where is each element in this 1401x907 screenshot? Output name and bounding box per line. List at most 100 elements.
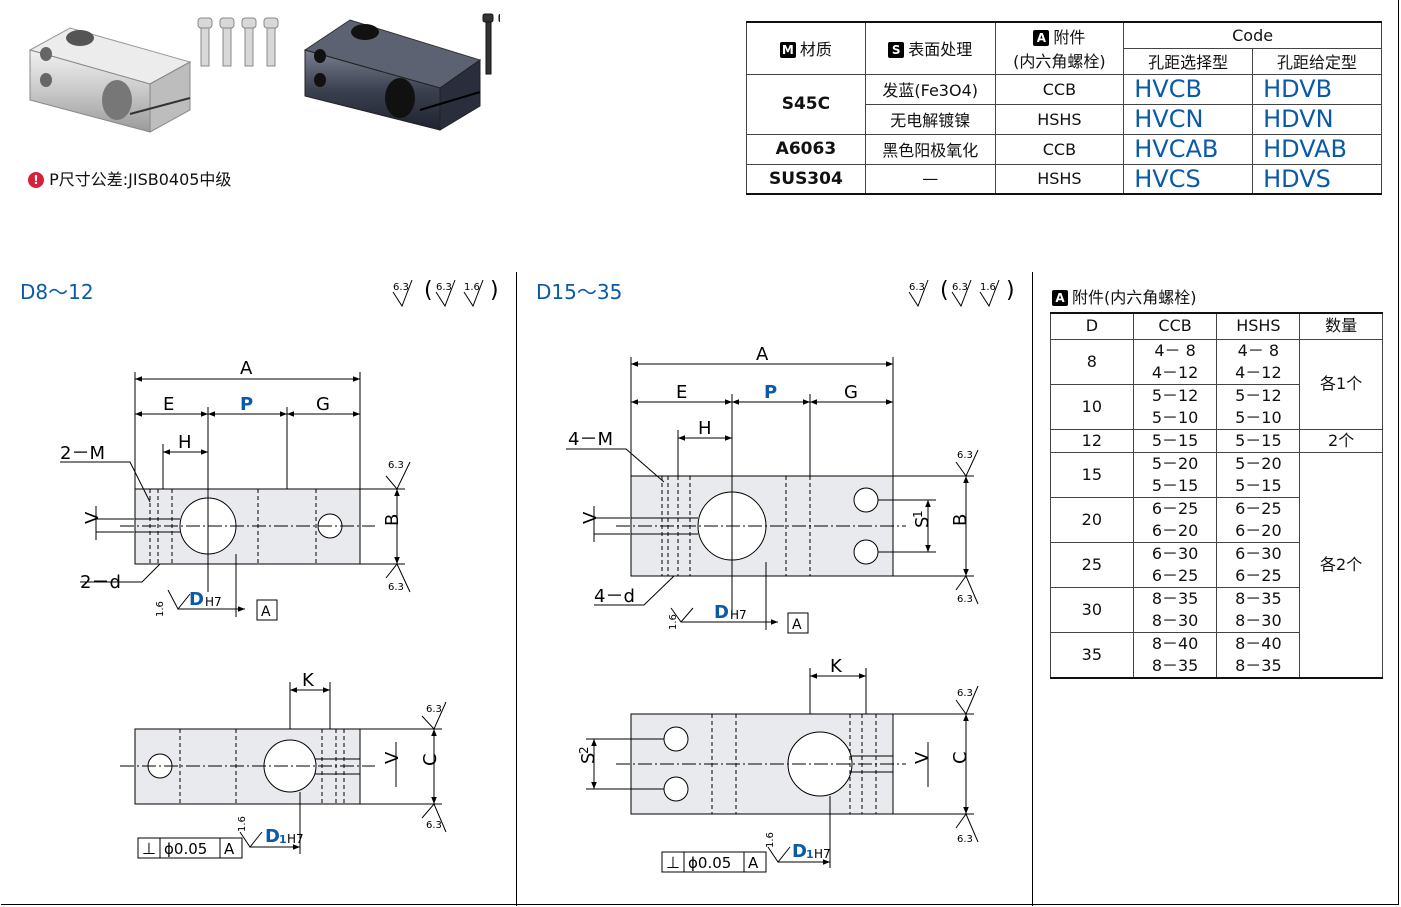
roughness-header: 6.3 ( 6.3 1.6 ) bbox=[392, 278, 499, 308]
code-fix-cell: HDVAB bbox=[1252, 133, 1382, 165]
acc-qty: 2个 bbox=[1299, 428, 1383, 453]
svg-text:A: A bbox=[756, 344, 769, 365]
black-bolts-photo bbox=[482, 13, 500, 75]
acc-d: 12 bbox=[1050, 428, 1134, 453]
right-panel-title: D15～35 bbox=[536, 280, 623, 304]
svg-text:G: G bbox=[316, 394, 330, 415]
acc-qty: 各1个 bbox=[1299, 338, 1383, 430]
svg-text:1.6: 1.6 bbox=[980, 282, 996, 293]
svg-text:A: A bbox=[261, 604, 271, 620]
svg-text:A: A bbox=[792, 617, 802, 633]
svg-text:4－M: 4－M bbox=[568, 429, 613, 450]
svg-text:H7: H7 bbox=[814, 847, 831, 861]
material-cell: A6063 bbox=[746, 133, 866, 165]
acc-d: 10 bbox=[1050, 383, 1134, 430]
material-cell: SUS304 bbox=[746, 163, 866, 195]
svg-text:S: S bbox=[912, 517, 933, 528]
svg-text:1.6: 1.6 bbox=[155, 601, 166, 617]
svg-text:C: C bbox=[950, 751, 971, 764]
acc-d: 8 bbox=[1050, 338, 1134, 385]
surface-cell: 黑色阳极氧化 bbox=[864, 133, 996, 165]
code-fix-cell: HDVB bbox=[1252, 73, 1382, 105]
svg-text:A: A bbox=[224, 840, 235, 858]
svg-text:6.3: 6.3 bbox=[957, 834, 973, 845]
svg-text:1: 1 bbox=[279, 833, 287, 846]
acc-qty: 各2个 bbox=[1299, 451, 1383, 678]
svg-text:H: H bbox=[698, 418, 712, 439]
svg-text:6.3: 6.3 bbox=[957, 594, 973, 605]
top-view: 6.3 6.3 1.6 bbox=[566, 357, 979, 634]
svg-text:1.6: 1.6 bbox=[668, 614, 679, 630]
acc-d: 25 bbox=[1050, 541, 1134, 588]
black-block-photo bbox=[303, 19, 482, 131]
svg-text:S: S bbox=[578, 753, 599, 764]
acc-d: 30 bbox=[1050, 586, 1134, 633]
svg-text:G: G bbox=[844, 382, 858, 403]
svg-text:2－M: 2－M bbox=[60, 443, 105, 464]
code-sel-cell: HVCS bbox=[1123, 163, 1254, 195]
svg-text:1.6: 1.6 bbox=[464, 282, 480, 293]
svg-text:1: 1 bbox=[806, 848, 814, 861]
svg-text:H7: H7 bbox=[730, 608, 747, 622]
svg-text:C: C bbox=[420, 753, 441, 766]
svg-text:4－d: 4－d bbox=[594, 586, 635, 607]
svg-text:D: D bbox=[189, 589, 204, 610]
svg-text:P: P bbox=[764, 382, 777, 403]
acc-d: 35 bbox=[1050, 631, 1134, 678]
svg-text:6.3: 6.3 bbox=[436, 282, 452, 293]
svg-text:B: B bbox=[382, 514, 403, 526]
svg-text:6.3: 6.3 bbox=[909, 282, 925, 293]
acc-hdr-qty: 数量 bbox=[1299, 312, 1383, 340]
svg-text:6.3: 6.3 bbox=[952, 282, 968, 293]
code-sel-cell: HVCB bbox=[1123, 73, 1254, 105]
svg-text:H7: H7 bbox=[287, 832, 304, 846]
svg-text:E: E bbox=[163, 394, 174, 415]
badge-s: S bbox=[888, 42, 905, 59]
badge-a: A bbox=[1033, 30, 1050, 47]
code-sel-cell: HVCAB bbox=[1123, 133, 1254, 165]
svg-text:V: V bbox=[580, 511, 601, 524]
svg-text:6.3: 6.3 bbox=[426, 820, 442, 831]
svg-text:6.3: 6.3 bbox=[393, 282, 409, 293]
hdr-code-fix: 孔距给定型 bbox=[1252, 47, 1382, 75]
svg-text:): ) bbox=[1006, 278, 1015, 303]
acc-cell: HSHS bbox=[994, 103, 1125, 135]
acc-cell: CCB bbox=[994, 73, 1125, 105]
acc-cell: CCB bbox=[994, 133, 1125, 165]
svg-text:⊥: ⊥ bbox=[142, 839, 156, 858]
silver-bolts-photo bbox=[197, 17, 279, 67]
svg-text:K: K bbox=[830, 656, 843, 677]
acc-hdr-ccb: CCB bbox=[1132, 312, 1218, 340]
side-view: 6.3 6.3 1.6 bbox=[120, 682, 447, 859]
acc-hdr-d: D bbox=[1050, 312, 1134, 340]
svg-text:D: D bbox=[265, 826, 280, 847]
svg-text:(: ( bbox=[424, 278, 433, 303]
left-panel-title: D8～12 bbox=[20, 280, 94, 304]
svg-text:ϕ0.05: ϕ0.05 bbox=[164, 840, 207, 858]
silver-block-photo bbox=[28, 27, 192, 133]
svg-text:D: D bbox=[714, 602, 729, 623]
svg-text:6.3: 6.3 bbox=[957, 688, 973, 699]
svg-text:1: 1 bbox=[911, 510, 925, 518]
svg-text:V: V bbox=[82, 511, 103, 524]
hdr-code-sel: 孔距选择型 bbox=[1123, 47, 1254, 75]
acc-d: 20 bbox=[1050, 496, 1134, 543]
svg-text:2－d: 2－d bbox=[80, 572, 121, 593]
svg-text:⊥: ⊥ bbox=[666, 853, 680, 872]
svg-text:6.3: 6.3 bbox=[426, 704, 442, 715]
svg-text:V: V bbox=[382, 751, 403, 764]
